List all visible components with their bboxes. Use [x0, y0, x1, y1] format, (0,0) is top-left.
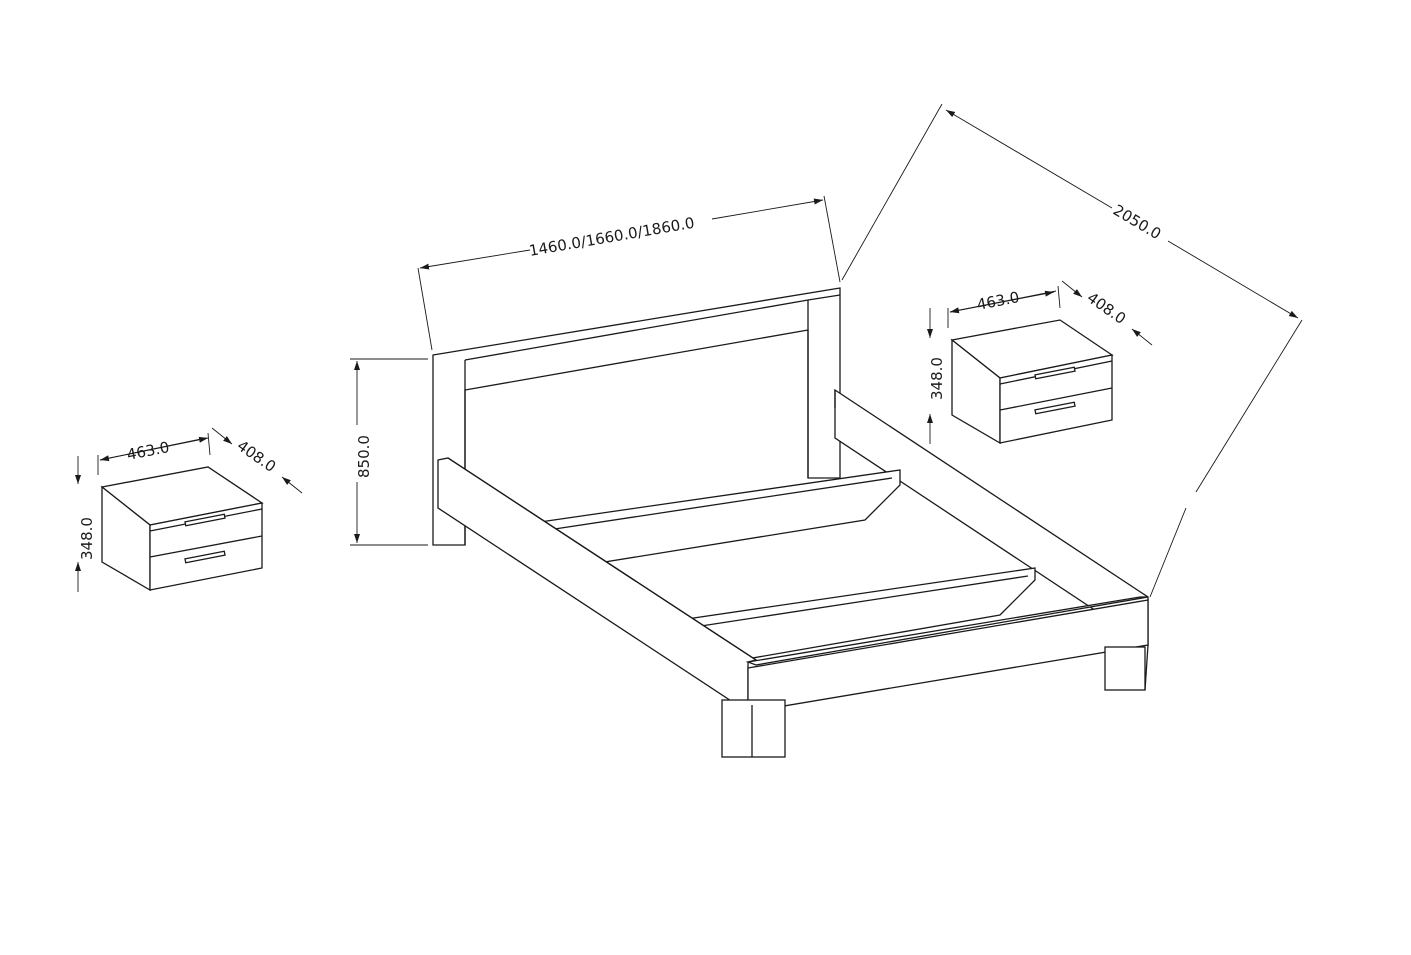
headboard-height-label: 850.0 — [355, 435, 373, 478]
drawer-handle — [184, 513, 226, 527]
bed: 1460.0/1660.0/1860.0 850.0 2050.0 — [350, 103, 1303, 758]
drawer-handle — [1034, 401, 1076, 415]
left-nightstand-depth-label: 408.0 — [234, 437, 280, 476]
bed-length-label: 2050.0 — [1110, 201, 1164, 243]
left-nightstand: 463.0 408.0 348.0 — [75, 427, 303, 592]
left-nightstand-height-label: 348.0 — [78, 517, 96, 560]
right-nightstand-height-label: 348.0 — [928, 357, 946, 400]
right-nightstand-width-label: 463.0 — [975, 288, 1021, 314]
right-nightstand: 463.0 408.0 348.0 — [927, 280, 1153, 445]
bed-width-label: 1460.0/1660.0/1860.0 — [528, 214, 696, 260]
bed-leg — [721, 699, 786, 758]
bed-leg — [1104, 646, 1146, 691]
right-nightstand-depth-label: 408.0 — [1084, 289, 1130, 328]
drawer-handle — [184, 550, 226, 564]
left-nightstand-width-label: 463.0 — [125, 438, 171, 464]
drawer-handle — [1034, 366, 1076, 380]
